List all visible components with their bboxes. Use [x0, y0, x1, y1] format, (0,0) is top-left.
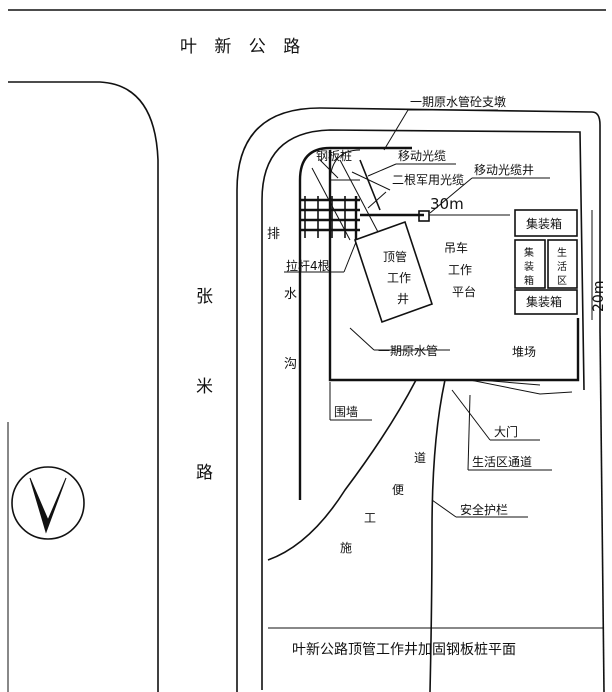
label-crane-2: 工作 [448, 263, 472, 277]
label-mobile-cable: 移动光缆 [398, 149, 446, 163]
steel-pile-array [300, 159, 379, 241]
cable-well-box [418, 210, 430, 222]
enclosure-wall [328, 150, 580, 382]
outer-boundary-right [599, 329, 605, 692]
living-area [547, 239, 578, 289]
label-jack-well-1: 顶管 [383, 249, 407, 264]
label-dim-20: 20m [591, 281, 607, 312]
label-container-mid-3: 箱 [524, 274, 534, 287]
label-container-mid-2: 装 [524, 260, 534, 273]
label-drain-char-1: 水 [284, 287, 297, 302]
road-top-label: 叶 新 公 路 [180, 37, 306, 57]
label-tie-rods: 拉杆4根 [286, 258, 330, 273]
label-drain: 排 [267, 227, 280, 242]
north-arrow-icon [11, 466, 85, 540]
label-cable-well: 移动光缆井 [474, 163, 534, 177]
label-dim-30: 30m [430, 195, 464, 213]
label-pipe-main: 一期原水管 [378, 343, 438, 358]
label-crane-3: 平台 [452, 284, 476, 299]
label-steel-pile: 钢板桩 [316, 148, 352, 163]
label-wall: 围墙 [334, 405, 358, 419]
inner-boundary [261, 129, 585, 690]
label-container-mid-1: 集 [524, 246, 534, 259]
label-pipe-support: 一期原水管砼支墩 [410, 94, 506, 109]
container-bottom [514, 289, 578, 315]
label-living-passage: 生活区通道 [472, 455, 532, 469]
road-left-char-3: 路 [196, 463, 213, 483]
label-living-3: 区 [557, 275, 567, 287]
drain-channel [298, 146, 412, 500]
container-mid [514, 239, 546, 289]
label-yard: 堆场 [512, 345, 536, 359]
safety-rail-curve [429, 379, 446, 692]
label-safety-rail: 安全护栏 [460, 502, 508, 517]
label-drain-char-2: 沟 [284, 357, 297, 372]
road-left-char-1: 张 [196, 287, 213, 307]
road-left-edge [8, 81, 159, 692]
road-curve-inner [267, 379, 417, 561]
container-top [514, 209, 578, 237]
label-living-1: 生 [557, 246, 567, 259]
label-road-char-4: 施 [340, 541, 352, 555]
label-container-top: 集装箱 [526, 216, 562, 231]
label-road-char-3: 工 [364, 511, 376, 525]
label-jack-well-2: 工作 [387, 271, 411, 285]
outer-boundary [236, 107, 601, 692]
label-crane-1: 吊车 [444, 240, 468, 255]
label-jack-well-3: 井 [397, 292, 409, 306]
label-gate: 大门 [494, 424, 518, 439]
label-container-bottom: 集装箱 [526, 294, 562, 309]
label-living-2: 活 [557, 261, 567, 273]
jacking-well [353, 220, 434, 324]
caption: 叶新公路顶管工作井加固钢板桩平面 [292, 641, 516, 658]
label-mil-cable: 二根军用光缆 [392, 173, 464, 187]
label-road-char-2: 便 [392, 483, 404, 497]
label-road-char-1: 道 [414, 451, 426, 465]
road-left-char-2: 米 [196, 377, 213, 397]
